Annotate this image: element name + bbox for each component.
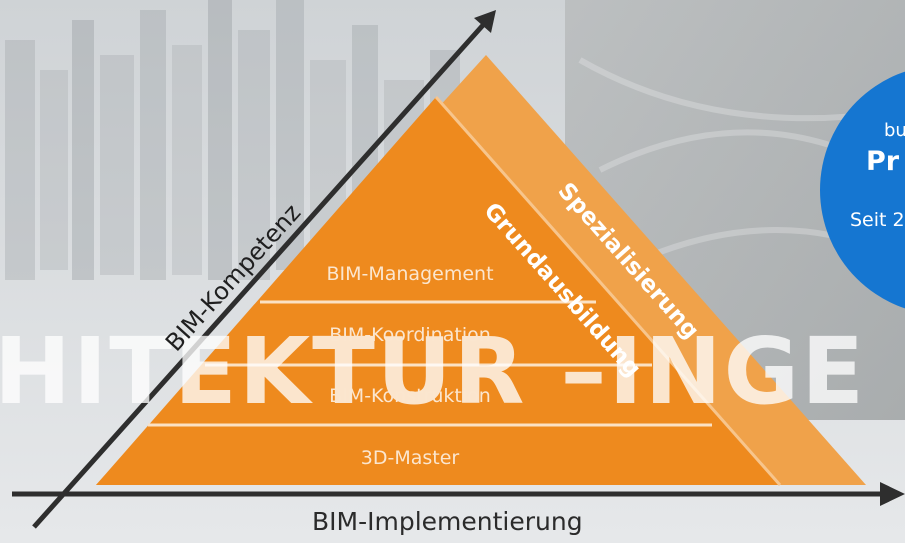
watermark-text: HITEKTUR –INGE [0, 318, 867, 425]
tier-label-koordination: BIM-Koordination [329, 324, 491, 346]
badge-circle [820, 71, 905, 309]
badge-line-2: Pr [866, 146, 900, 177]
inner-pyramid [96, 97, 780, 485]
y-axis-line [32, 22, 486, 529]
tier-label-3d-master: 3D-Master [360, 447, 460, 469]
badge-line-1: bu [884, 120, 905, 141]
x-axis-arrowhead [880, 482, 905, 506]
pyramid-separator [434, 96, 782, 486]
tier-label-management: BIM-Management [326, 263, 494, 285]
x-axis-label: BIM-Implementierung [312, 507, 583, 536]
badge-line-3: Seit 2 [850, 209, 905, 231]
tier-label-konstruktion: BIM-Konstruktion [329, 385, 491, 407]
y-axis-arrowhead [474, 10, 496, 33]
